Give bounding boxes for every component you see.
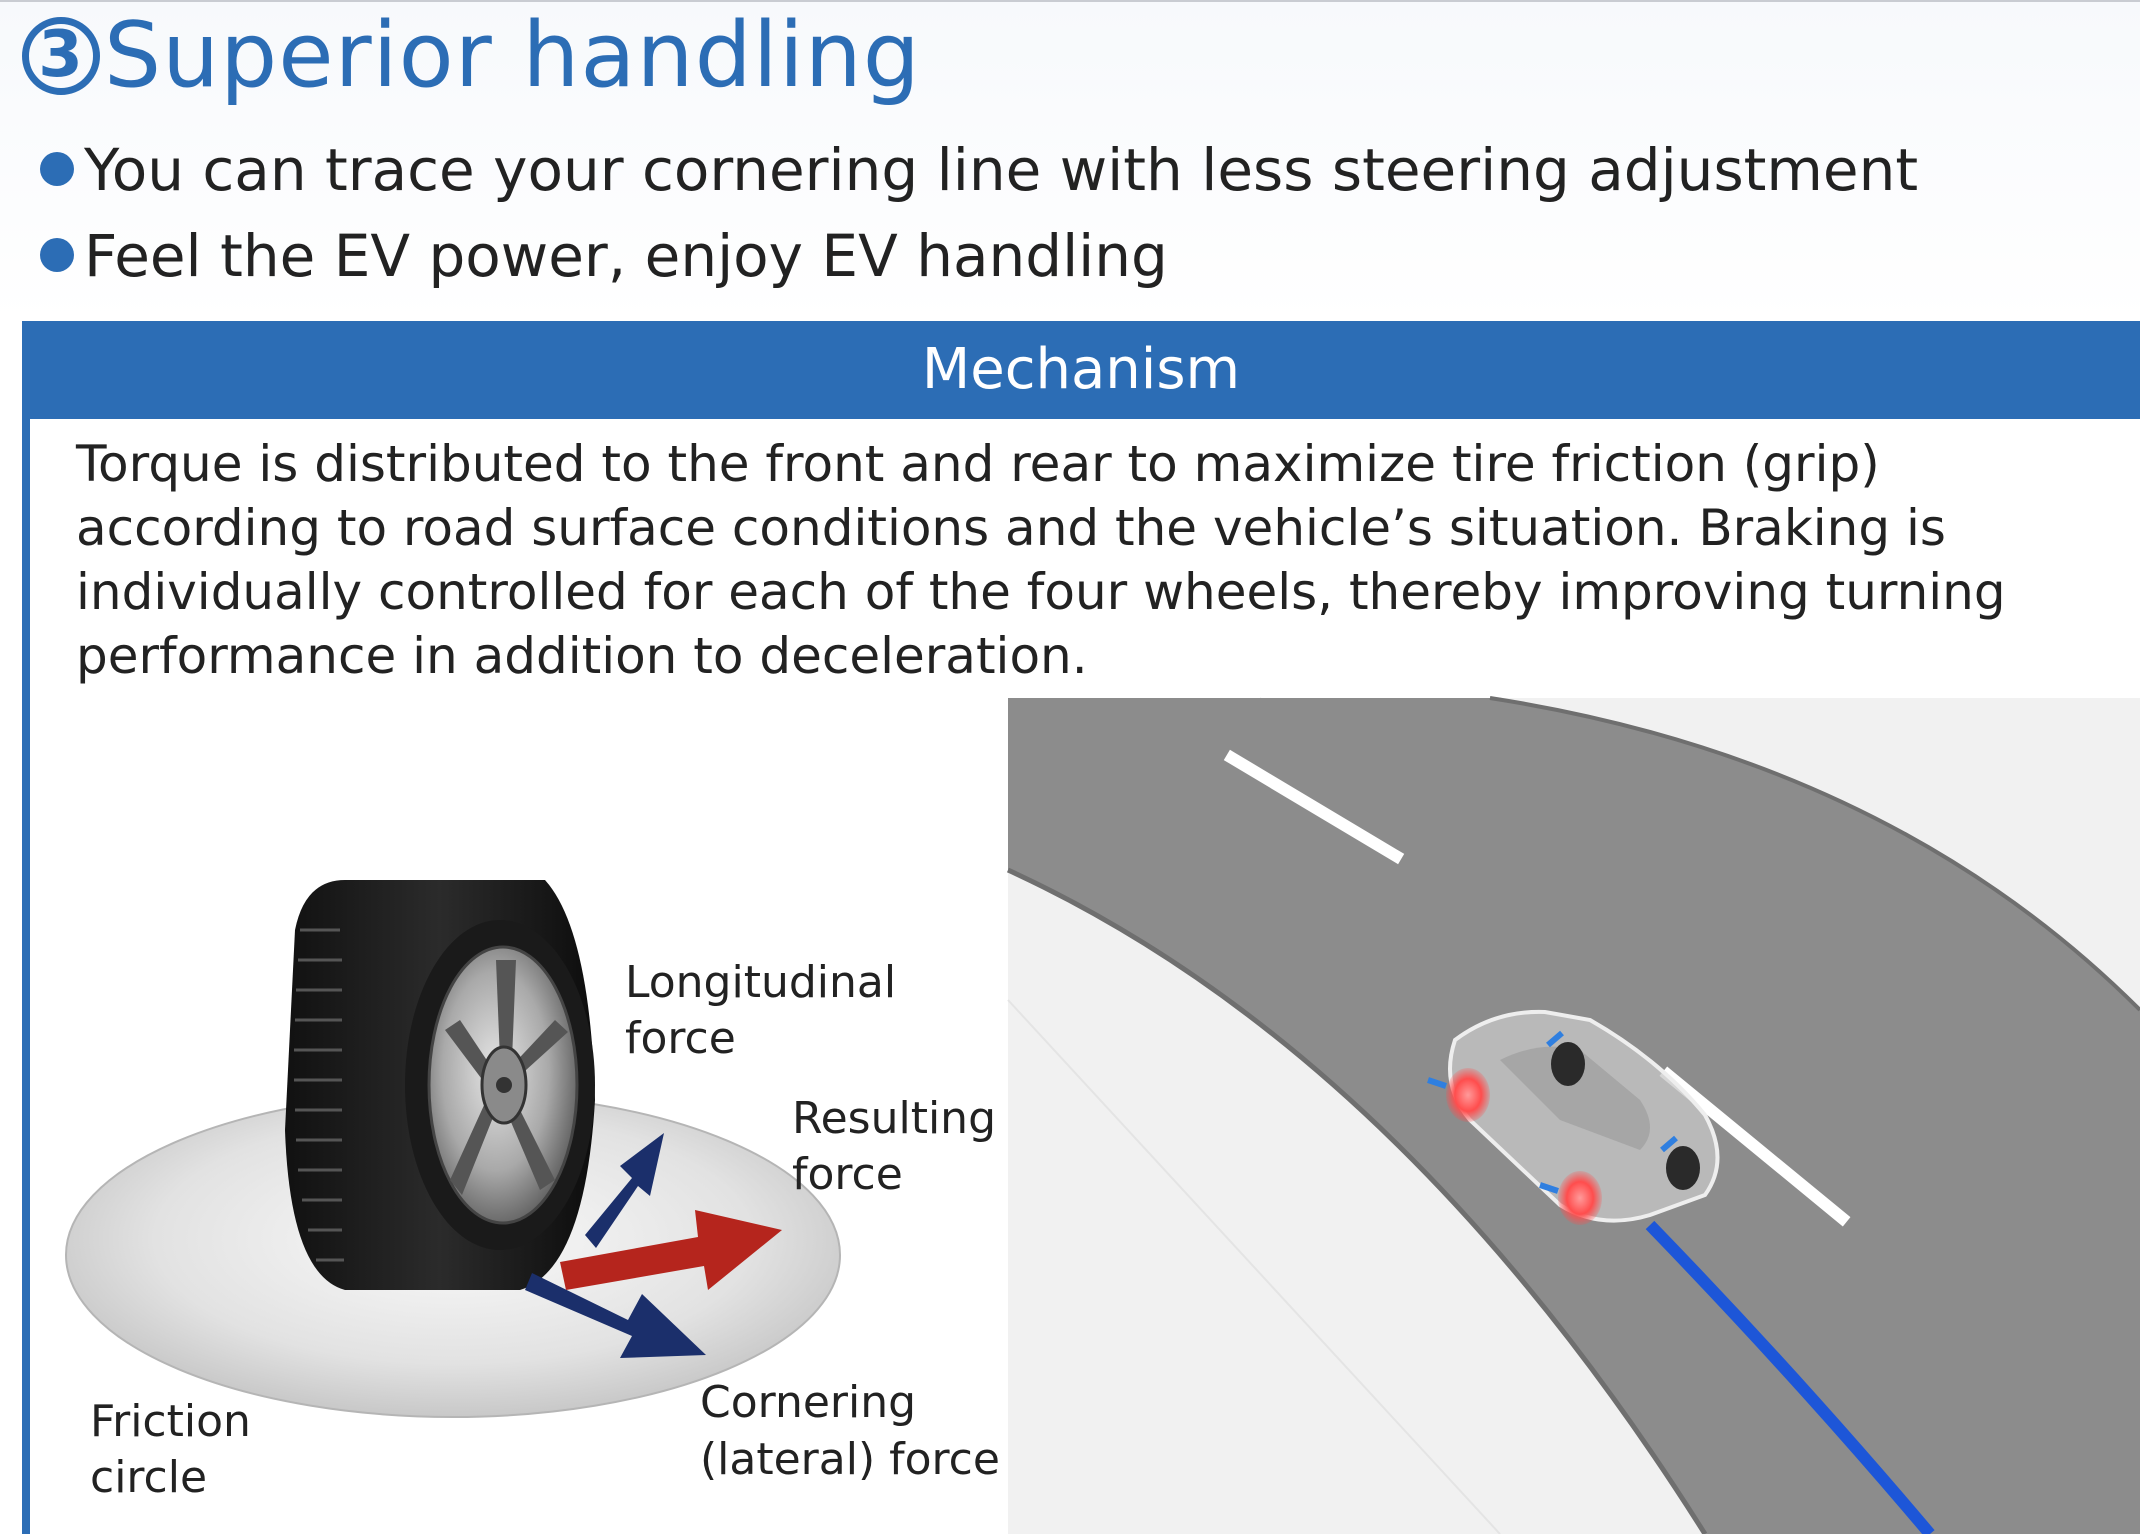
cornering-force-arrow: [525, 1273, 706, 1358]
longitudinal-label: Longitudinal force: [625, 957, 910, 1064]
resulting-label-line: Resulting: [792, 1093, 996, 1144]
wheel-highlight: [1446, 1068, 1490, 1122]
bullet-text: You can trace your cornering line with l…: [84, 136, 1919, 204]
wheel-highlight: [1558, 1171, 1602, 1225]
description-line: individually controlled for each of the …: [76, 563, 2006, 621]
title-text: Superior handling: [104, 3, 921, 108]
road-scene-image: [1006, 696, 2140, 1534]
tire-diagram: Longitudinal force Resulting force Corne…: [65, 880, 1010, 1503]
bullet-item: You can trace your cornering line with l…: [40, 134, 1918, 206]
tire-icon: [285, 880, 595, 1290]
lane-marking: [1223, 749, 1405, 865]
cornering-label: Cornering (lateral) force: [700, 1377, 1000, 1485]
longitudinal-label-line: force: [625, 1013, 736, 1064]
panel-left-border: [22, 321, 30, 1534]
lane-marking: [1659, 1066, 1851, 1227]
trajectory-line: [1645, 1220, 1935, 1534]
description-line: Torque is distributed to the front and r…: [76, 435, 1880, 493]
longitudinal-label-line: Longitudinal: [625, 957, 896, 1008]
friction-label-line: Friction: [90, 1396, 251, 1447]
bullet-dot-icon: [40, 152, 74, 186]
section-number-badge: 3: [22, 17, 100, 95]
resulting-label-line: force: [792, 1149, 903, 1200]
resulting-label: Resulting force: [792, 1093, 1010, 1200]
bullet-text: Feel the EV power, enjoy EV handling: [84, 222, 1168, 290]
bullet-dot-icon: [40, 238, 74, 272]
friction-circle-label: Friction circle: [90, 1396, 265, 1503]
mechanism-description: Torque is distributed to the front and r…: [76, 432, 2116, 688]
resulting-force-arrow: [560, 1210, 782, 1290]
cornering-label-line: Cornering: [700, 1377, 916, 1428]
bullet-item: Feel the EV power, enjoy EV handling: [40, 220, 1168, 292]
car-icon: [1427, 1009, 1720, 1225]
header-background: [0, 2, 2140, 322]
description-line: performance in addition to deceleration.: [76, 627, 1088, 685]
mechanism-heading: Mechanism: [22, 321, 2140, 419]
description-line: according to road surface conditions and…: [76, 499, 1946, 557]
longitudinal-force-arrow: [585, 1133, 664, 1248]
friction-label-line: circle: [90, 1452, 207, 1503]
cornering-label-line: (lateral) force: [700, 1434, 1000, 1485]
top-rule: [0, 0, 2140, 2]
